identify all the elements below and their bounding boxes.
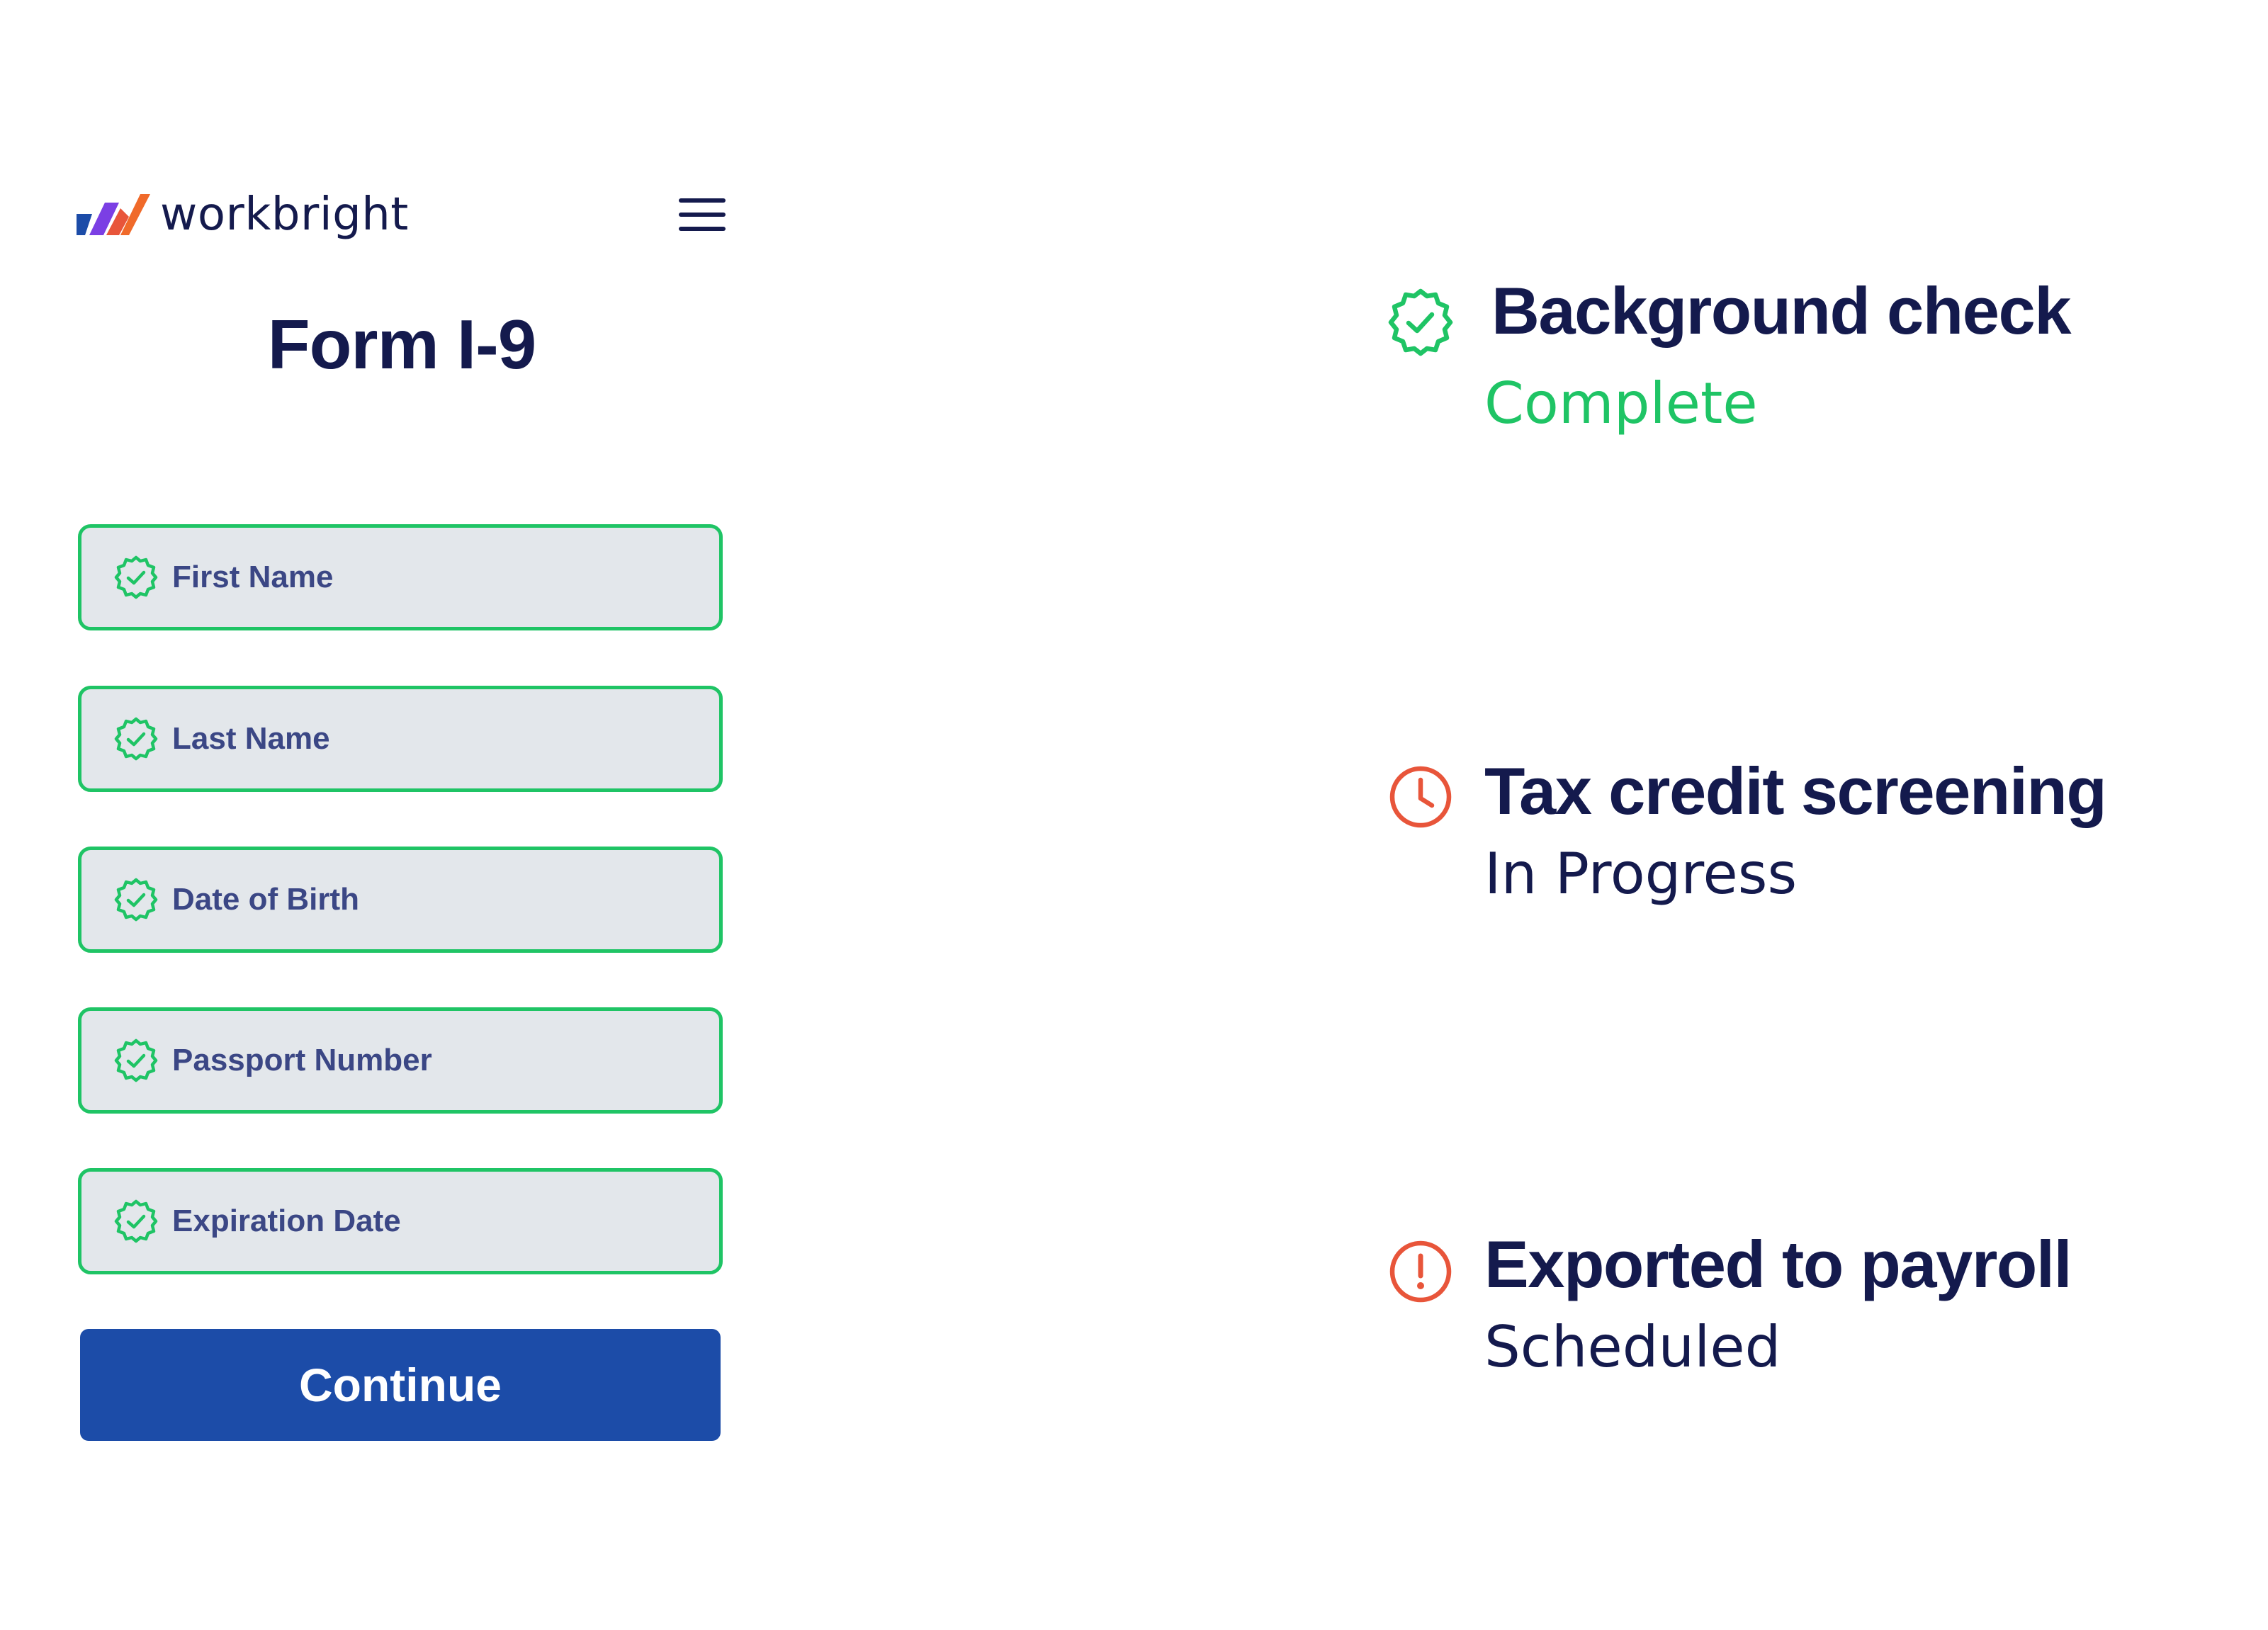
- field-label: First Name: [172, 560, 334, 594]
- field-label: Last Name: [172, 721, 330, 756]
- last-name-field[interactable]: Last Name: [78, 686, 723, 792]
- badge-check-icon: [114, 878, 158, 922]
- workbright-logo-icon: [77, 194, 150, 235]
- status-state: Scheduled: [1484, 1314, 1781, 1380]
- passport-number-field[interactable]: Passport Number: [78, 1007, 723, 1114]
- continue-button[interactable]: Continue: [80, 1329, 721, 1441]
- status-state: Complete: [1484, 370, 1758, 436]
- first-name-field[interactable]: First Name: [78, 524, 723, 630]
- brand-name: workbright: [160, 188, 409, 241]
- field-label: Passport Number: [172, 1043, 432, 1077]
- badge-check-icon: [114, 1038, 158, 1082]
- badge-check-icon: [1388, 288, 1453, 356]
- badge-check-icon: [114, 555, 158, 599]
- field-label: Expiration Date: [172, 1204, 401, 1238]
- alert-circle-icon: [1389, 1240, 1452, 1303]
- brand-logo[interactable]: workbright: [77, 183, 409, 247]
- badge-check-icon: [114, 1199, 158, 1243]
- date-of-birth-field[interactable]: Date of Birth: [78, 847, 723, 953]
- status-title: Exported to payroll: [1484, 1227, 2072, 1301]
- expiration-date-field[interactable]: Expiration Date: [78, 1168, 723, 1274]
- status-title: Background check: [1491, 273, 2072, 348]
- clock-icon: [1389, 766, 1452, 828]
- field-label: Date of Birth: [172, 882, 359, 917]
- status-title: Tax credit screening: [1484, 754, 2107, 828]
- hamburger-icon[interactable]: [679, 196, 727, 235]
- status-state: In Progress: [1484, 841, 1798, 907]
- badge-check-icon: [114, 717, 158, 761]
- page-title: Form I-9: [267, 305, 537, 383]
